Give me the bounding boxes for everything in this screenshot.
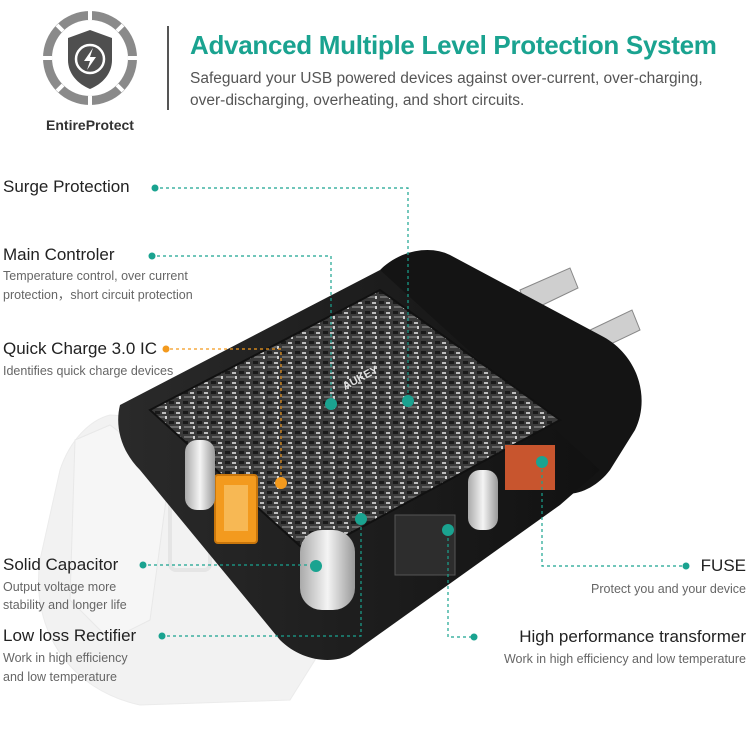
callout-transformer-title: High performance transformer	[519, 627, 746, 646]
transformer-block	[394, 514, 456, 576]
callout-quickcharge-desc: Identifies quick charge devices	[3, 364, 174, 378]
callout-controller-title: Main Controler	[3, 245, 115, 264]
shield-lightning-icon	[43, 11, 137, 105]
page-title: Advanced Multiple Level Protection Syste…	[190, 30, 717, 60]
quick-charge-marker	[275, 477, 287, 489]
callout-capacitor-desc-1: Output voltage more	[3, 580, 117, 594]
callout-rectifier-title: Low loss Rectifier	[3, 626, 137, 645]
callout-fuse-title: FUSE	[700, 556, 746, 575]
callout-controller-desc-2: protection，short circuit protection	[3, 288, 193, 302]
badge-label: EntireProtect	[46, 117, 134, 133]
page-subtitle: Safeguard your USB powered devices again…	[190, 70, 703, 109]
callout-fuse-desc: Protect you and your device	[591, 582, 746, 596]
header-divider	[167, 26, 169, 110]
callout-rectifier-desc-2: and low temperature	[3, 670, 117, 684]
callout-capacitor-title: Solid Capacitor	[3, 555, 119, 574]
callout-surge-title: Surge Protection	[3, 177, 130, 196]
callout-transformer-desc: Work in high efficiency and low temperat…	[503, 652, 746, 666]
fuse-block	[505, 445, 555, 490]
callout-quickcharge-title: Quick Charge 3.0 IC	[3, 339, 158, 358]
callout-controller-desc-1: Temperature control, over current	[3, 269, 188, 283]
rear-housing	[380, 250, 642, 494]
callout-capacitor-desc-2: stability and longer life	[3, 598, 127, 612]
callout-rectifier-desc-1: Work in high efficiency	[3, 651, 128, 665]
